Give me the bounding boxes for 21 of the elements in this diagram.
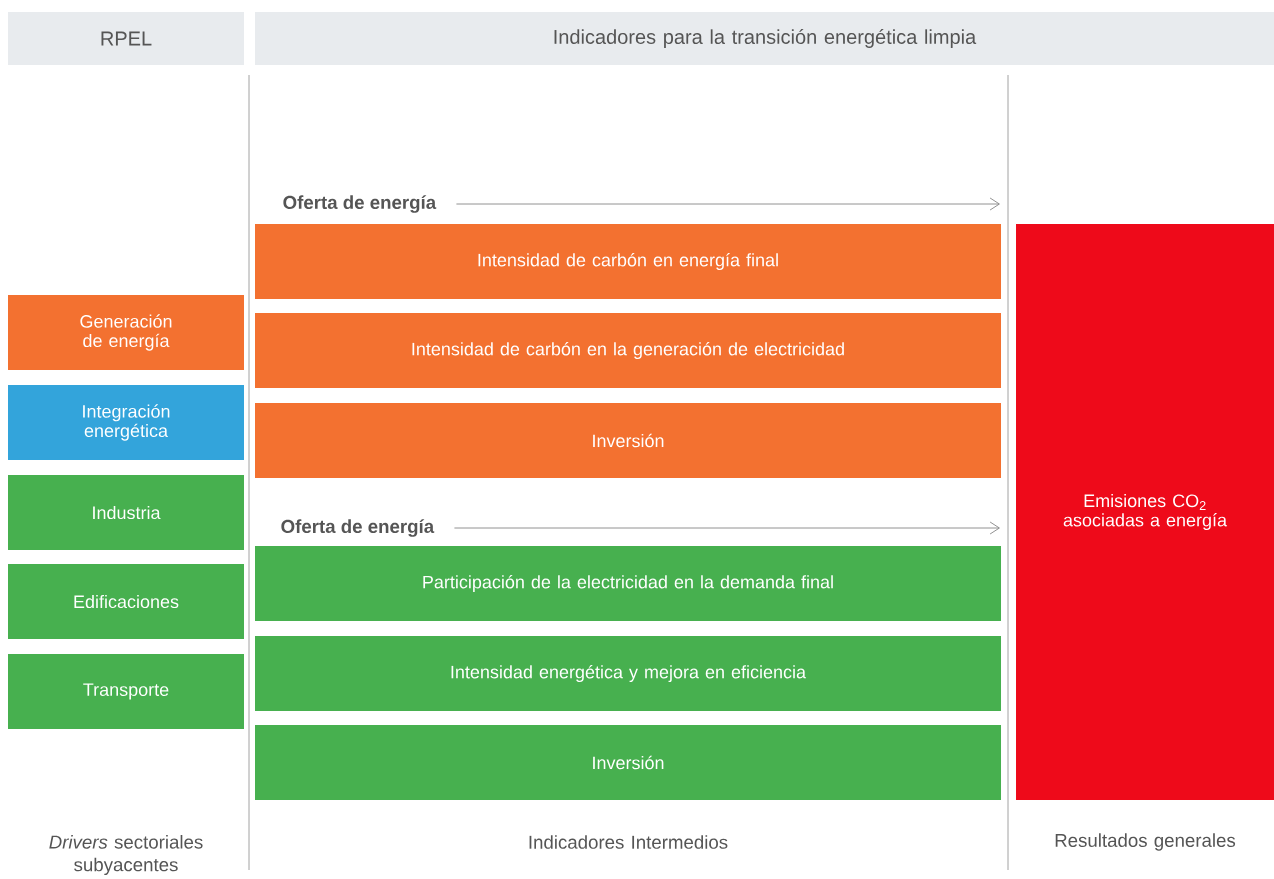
indicator-box: Integración energética (8, 385, 244, 460)
column-caption: Indicadores Intermedios (529, 835, 728, 849)
column-caption: Resultados generales (1055, 833, 1236, 851)
indicator-box: Intensidad energética y mejora en eficiencia (255, 636, 1001, 711)
arrow (453, 521, 1000, 535)
indicator-box: Industria (8, 475, 244, 550)
indicator-box: Edificaciones (8, 564, 244, 639)
result-box: Emisiones CO$_{2}$ asociadas a energía (1016, 224, 1274, 800)
indicator-box: Intensidad de carbón en la generación de electricidad (255, 313, 1001, 388)
indicator-box: Generación de energía (8, 295, 244, 370)
header-bar: Indicadores para la transición energética limpia (255, 12, 1274, 65)
section-heading: Oferta de energía (281, 519, 435, 537)
indicator-box: Intensidad de carbón en energía final (255, 224, 1001, 299)
indicator-box: Transporte (8, 654, 244, 729)
header-bar: RPEL (8, 12, 244, 65)
column-caption: Drivers sectoriales subyacentes (49, 834, 203, 876)
indicator-box: Inversión (255, 403, 1001, 478)
indicator-box: Participación de la electricidad en la demanda final (255, 546, 1001, 621)
indicator-box: Inversión (255, 725, 1001, 800)
section-heading: Oferta de energía (283, 195, 437, 213)
arrow (455, 197, 1000, 211)
